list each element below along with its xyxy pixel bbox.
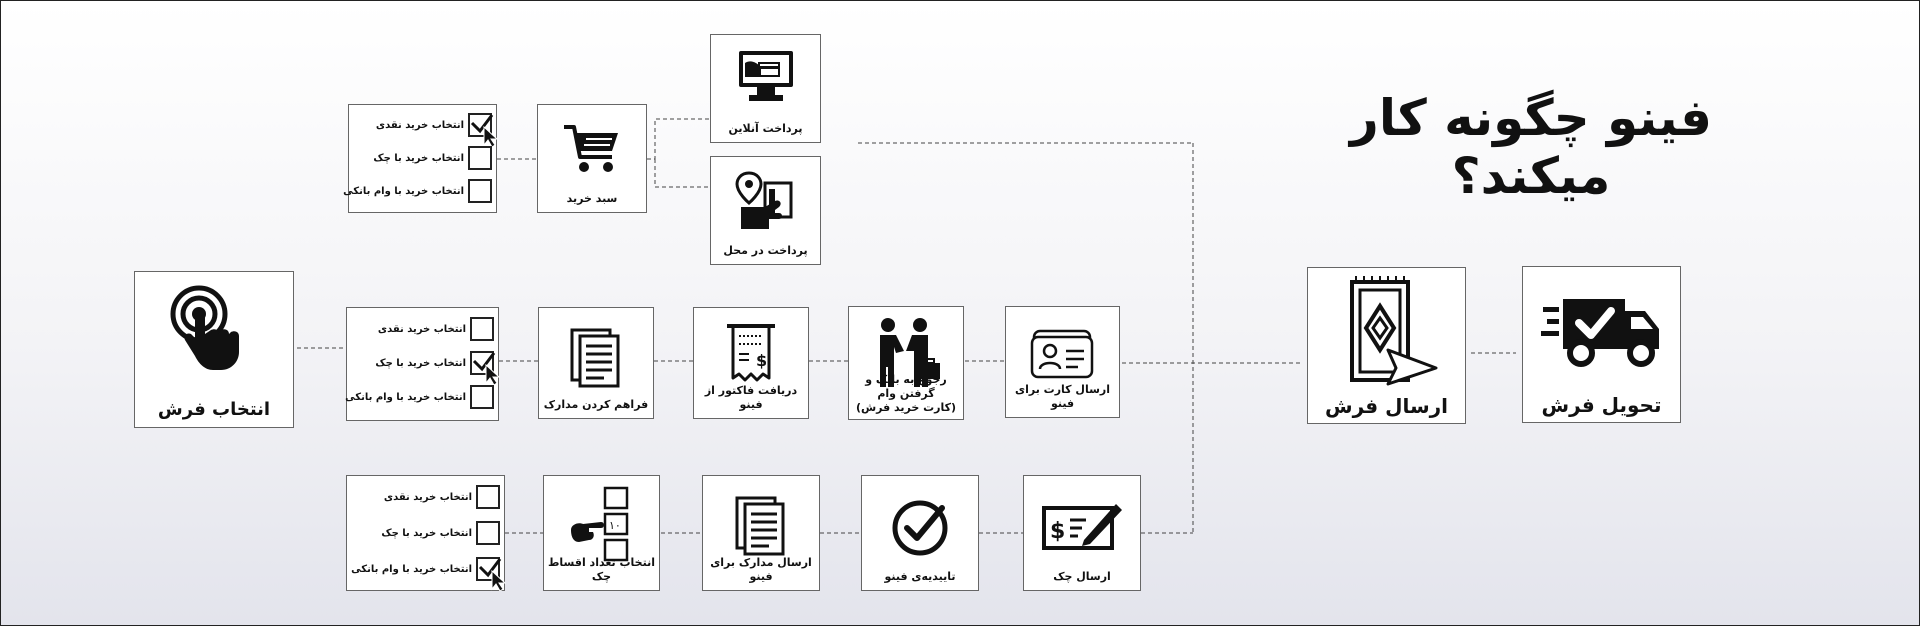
option-loan[interactable]: انتخاب خرید با وام بانکی [345,384,494,410]
option-cheque[interactable]: انتخاب خرید با چک [381,520,500,546]
cheque-icon: $ [1024,500,1140,552]
options-top[interactable]: انتخاب خرید نقدی انتخاب خرید با چک انتخا… [343,104,498,213]
tap-finger-icon [135,284,293,374]
documents-icon [703,496,819,556]
documents-icon [539,328,653,388]
send-cheque-box[interactable]: $ ارسال چک [1023,475,1141,591]
carpet-send-icon [1308,276,1465,386]
receive-invoice-box[interactable]: $ دریافت فاکتور از فینو [693,307,809,419]
pay-on-site-label: پرداخت در محل [723,244,808,257]
fino-approval-box[interactable]: تاییدیه‌ی فینو [861,475,979,591]
handshake-icon [849,317,963,389]
prepare-docs-label: فراهم کردن مدارک [543,398,649,411]
options-middle[interactable]: انتخاب خرید نقدی انتخاب خرید با چک انتخا… [345,307,500,421]
bank-loan-label: رجوع به بانک و گرفتن وام (کارت خرید فرش) [855,373,957,414]
delivery-label: تحویل فرش [1541,393,1662,417]
option-cash[interactable]: انتخاب خرید نقدی [376,112,498,147]
checkbox[interactable] [476,521,500,545]
online-payment-box[interactable]: پرداخت آنلاین [710,34,821,143]
installments-select-icon: ۱۰ [544,486,659,564]
pay-on-site-box[interactable]: پرداخت در محل [710,156,821,265]
prepare-docs-box[interactable]: فراهم کردن مدارک [538,307,654,419]
send-card-label: ارسال کارت برای فینو [1015,383,1110,410]
bank-loan-box[interactable]: رجوع به بانک و گرفتن وام (کارت خرید فرش) [848,306,964,420]
checkbox-checked[interactable] [470,351,500,385]
option-cheque[interactable]: انتخاب خرید با چک [373,145,492,171]
choose-carpet-label: انتخاب فرش [157,399,271,420]
checkbox-checked[interactable] [476,557,506,591]
send-docs-box[interactable]: ارسال مدارک برای فینو [702,475,820,591]
installments-label: انتخاب تعداد اقساط چک [548,556,655,583]
cart-box[interactable]: سبد خرید [537,104,647,213]
fino-approval-label: تاییدیه‌ی فینو [884,570,956,583]
online-payment-icon [711,49,820,103]
page-title: فینو چگونه کار میکند؟ [1350,89,1712,205]
option-loan[interactable]: انتخاب خرید با وام بانکی [351,556,506,591]
svg-text:$: $ [1050,519,1065,544]
shopping-cart-icon [538,123,646,175]
checkbox[interactable] [470,317,494,341]
pay-on-site-icon [711,171,820,231]
send-carpet-box: ارسال فرش [1307,267,1466,424]
approval-check-icon [862,498,978,558]
delivery-box: تحویل فرش [1522,266,1681,423]
options-bottom[interactable]: انتخاب خرید نقدی انتخاب خرید با چک انتخا… [346,475,506,591]
installment-value: ۱۰ [609,519,621,532]
option-cash[interactable]: انتخاب خرید نقدی [384,484,500,510]
checkbox[interactable] [468,179,492,203]
send-docs-label: ارسال مدارک برای فینو [710,556,812,583]
id-card-icon [1006,329,1119,379]
receive-invoice-label: دریافت فاکتور از فینو [704,384,798,411]
choose-carpet-box[interactable]: انتخاب فرش [134,271,294,428]
option-cheque[interactable]: انتخاب خرید با چک [375,350,500,385]
cart-label: سبد خرید [566,192,618,205]
installments-box[interactable]: ۱۰ انتخاب تعداد اقساط چک [543,475,660,591]
delivery-truck-icon [1523,293,1680,369]
checkbox[interactable] [470,385,494,409]
option-loan[interactable]: انتخاب خرید با وام بانکی [343,178,492,204]
option-cash[interactable]: انتخاب خرید نقدی [378,316,494,342]
send-card-box[interactable]: ارسال کارت برای فینو [1005,306,1120,418]
checkbox[interactable] [476,485,500,509]
receipt-icon: $ [694,322,808,384]
send-cheque-label: ارسال چک [1053,570,1111,583]
online-payment-label: پرداخت آنلاین [728,122,803,135]
send-carpet-label: ارسال فرش [1325,394,1448,418]
checkbox-checked[interactable] [468,113,498,147]
checkbox[interactable] [468,146,492,170]
svg-text:$: $ [756,351,767,370]
